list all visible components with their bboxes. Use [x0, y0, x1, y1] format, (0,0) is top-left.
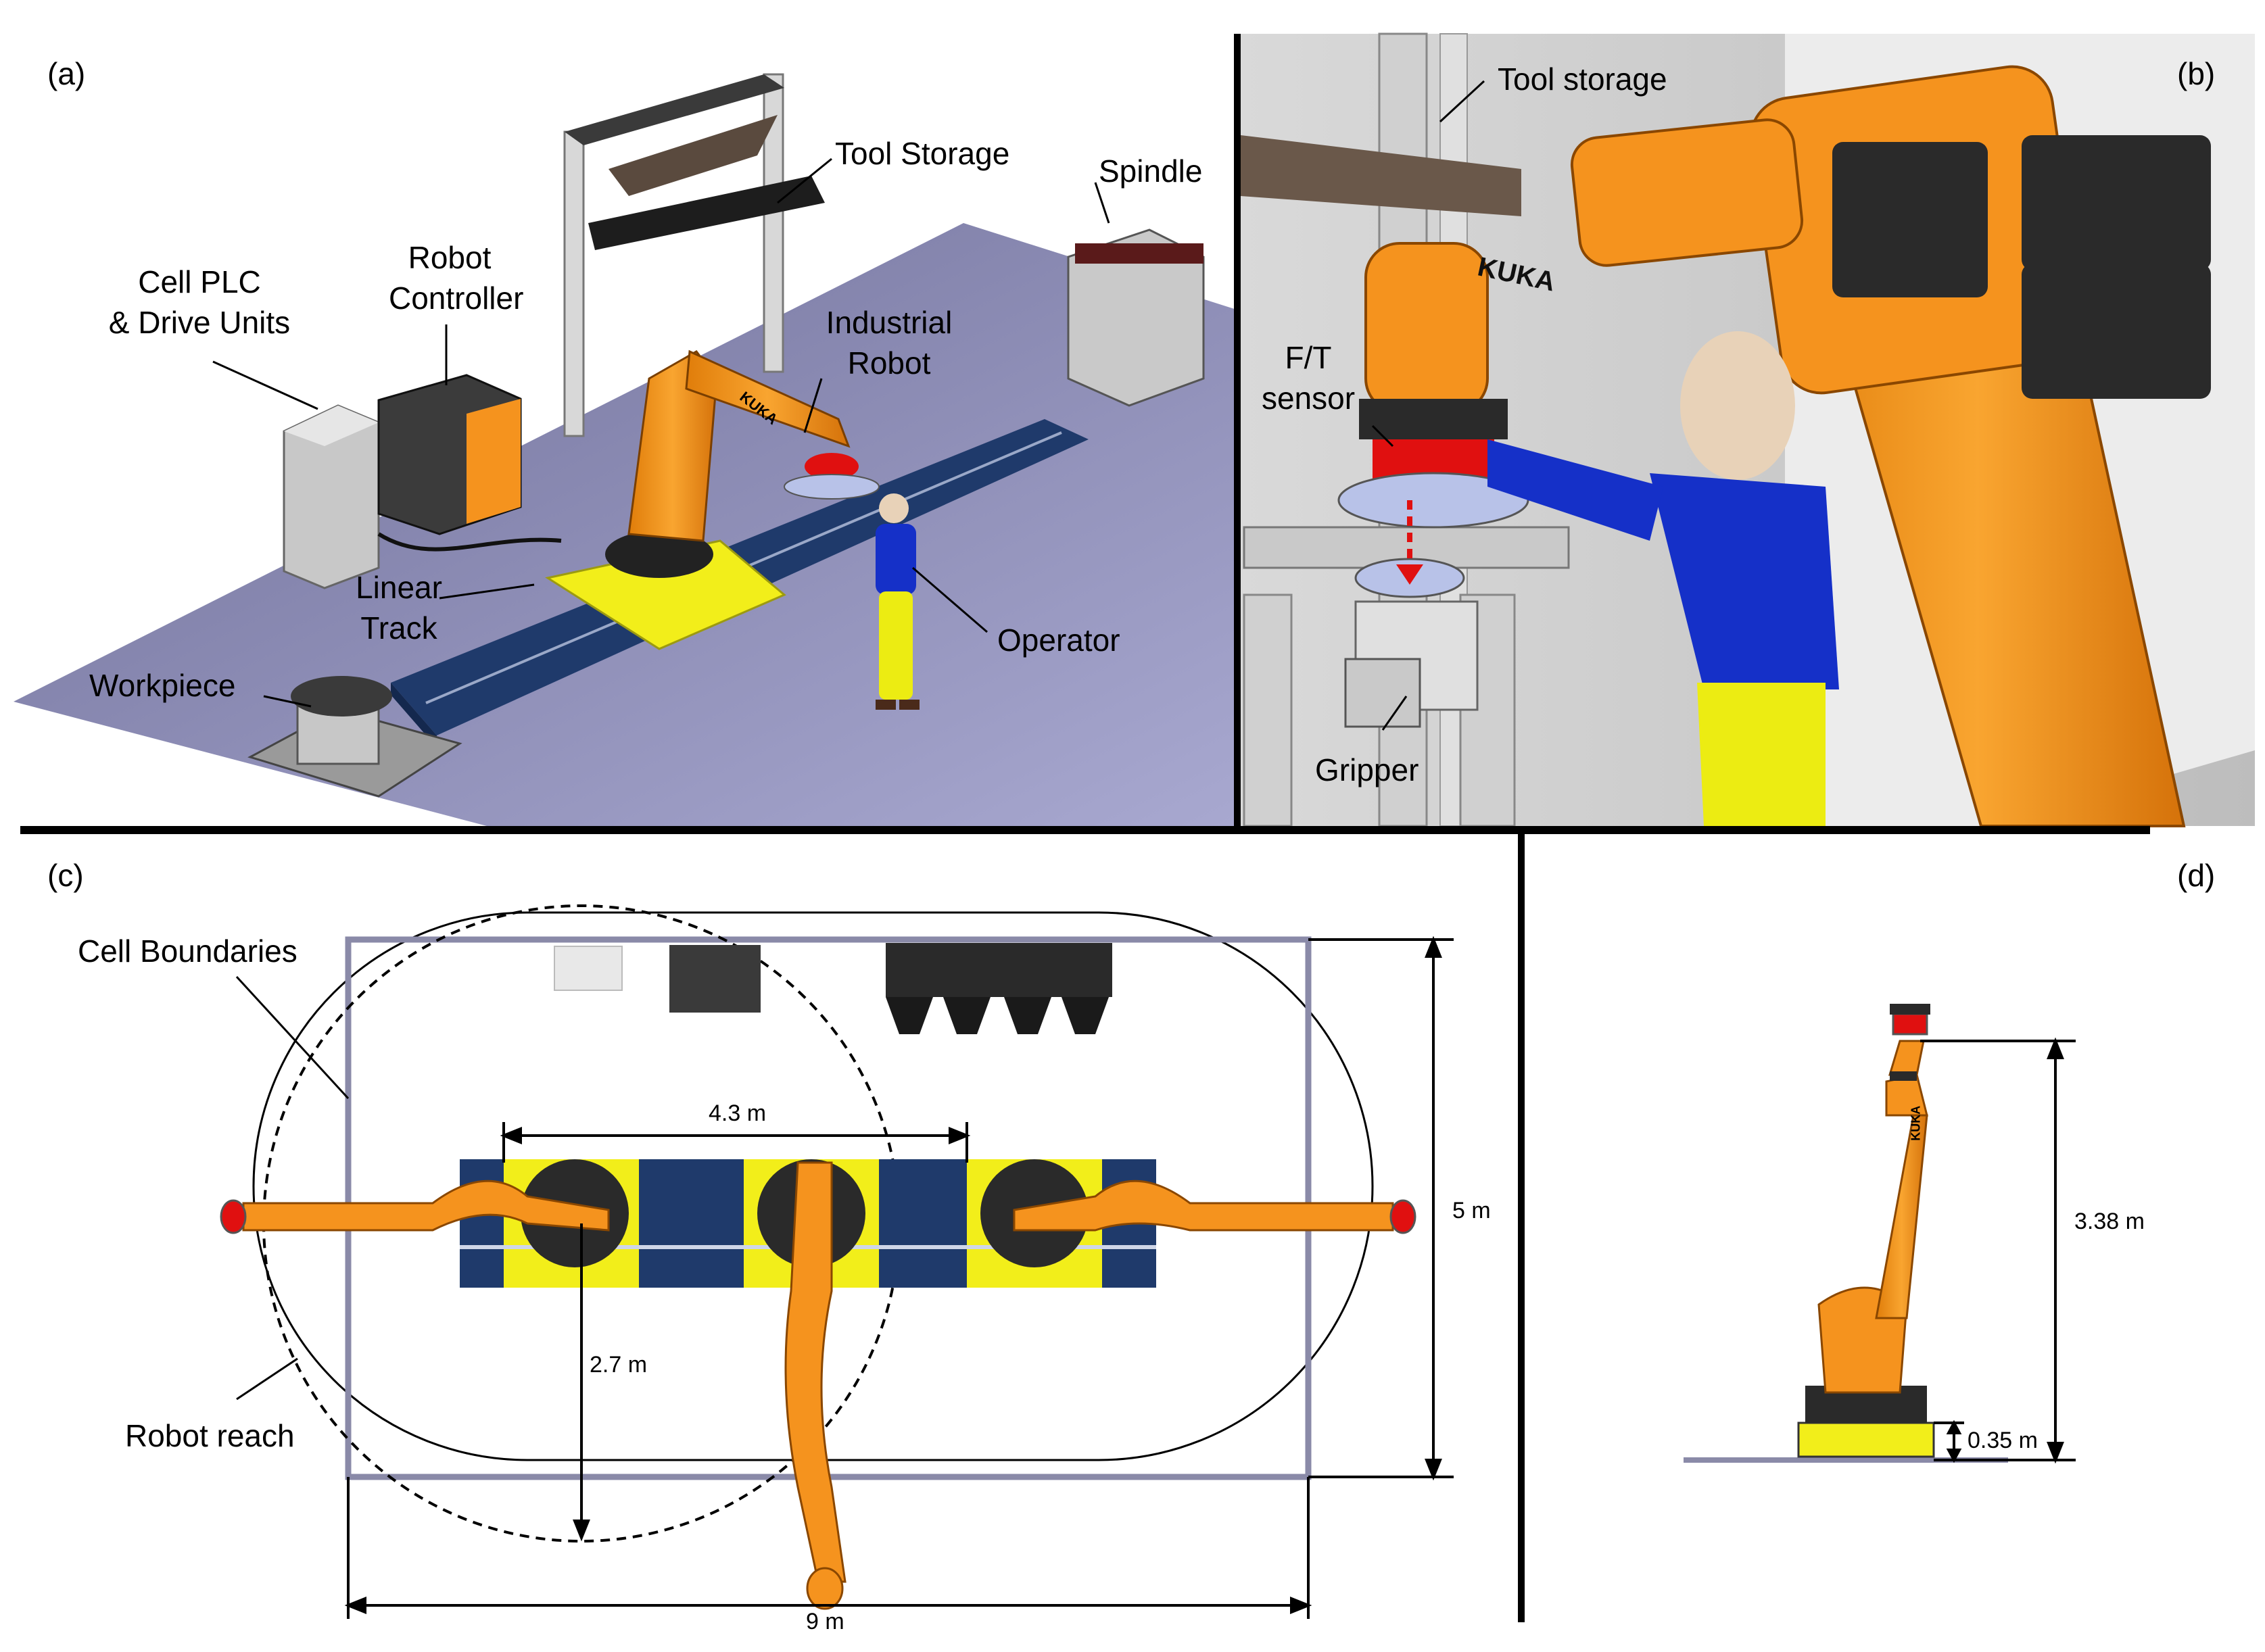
label-spindle: Spindle [1099, 153, 1203, 189]
label-tool-storage-b: Tool storage [1498, 62, 1667, 97]
robot-controller-cabinet [377, 374, 522, 535]
label-cell-plc: Cell PLC & Drive Units [108, 264, 291, 340]
robot-reach-outline [252, 911, 1374, 1461]
industrial-robot-a [605, 349, 880, 578]
label-cell-boundaries: Cell Boundaries [78, 933, 297, 969]
operator-a [876, 493, 920, 710]
label-tool-storage-a: Tool Storage [835, 136, 1010, 171]
gripper-b [1344, 500, 1479, 728]
dim-4-3 [500, 1122, 971, 1163]
panel-tag-a: (a) [47, 56, 86, 91]
dim-0-35 [1934, 1419, 1964, 1463]
label-operator: Operator [997, 623, 1120, 658]
dim-5 [1308, 936, 1454, 1481]
label-workpiece: Workpiece [89, 668, 236, 703]
panel-c-scene [220, 904, 1454, 1619]
panel-a-scene [14, 73, 1241, 826]
operator-b [1487, 331, 1839, 826]
dim-9 [344, 1477, 1312, 1619]
panel-tag-b: (b) [2177, 56, 2216, 91]
tool-storage-frame [563, 73, 825, 437]
dim-3-38 [1920, 1037, 2076, 1464]
workpiece-stand [247, 676, 462, 798]
panel-a-leaders [212, 157, 1110, 708]
dim-label-0-35: 0.35 m [1968, 1428, 2038, 1453]
floor [14, 223, 1241, 826]
panel-b-leaders [1371, 80, 1485, 731]
dim-label-3-38: 3.38 m [2074, 1209, 2145, 1234]
robot-brand-d: KUKA [1909, 1105, 1923, 1141]
industrial-robot-b [1337, 65, 2211, 827]
dim-label-4-3: 4.3 m [709, 1100, 767, 1126]
cell-plc-cabinet [283, 404, 380, 589]
label-robot-controller: Robot Controller [389, 240, 524, 316]
label-industrial-robot: Industrial Robot [826, 305, 953, 381]
robot-top-right [980, 1159, 1394, 1267]
dim-label-2-7: 2.7 m [590, 1352, 648, 1378]
industrial-robot-d [1817, 1004, 1930, 1394]
panel-d-scene [1684, 1004, 2076, 1464]
panel-tag-d: (d) [2177, 858, 2216, 893]
panel-tag-c: (c) [47, 858, 84, 893]
label-ft-sensor: F/T sensor [1261, 340, 1356, 416]
label-robot-reach: Robot reach [125, 1418, 295, 1453]
label-linear-track: Linear Track [356, 570, 442, 646]
dim-label-5: 5 m [1452, 1198, 1491, 1223]
label-gripper: Gripper [1315, 752, 1419, 787]
panel-b-scene [1241, 32, 2255, 827]
dim-label-9: 9 m [806, 1609, 844, 1634]
dim-2-7 [573, 1223, 590, 1542]
spindle-station [1067, 228, 1205, 407]
robot-top-left [242, 1159, 629, 1267]
robot-top-center [757, 1159, 865, 1610]
